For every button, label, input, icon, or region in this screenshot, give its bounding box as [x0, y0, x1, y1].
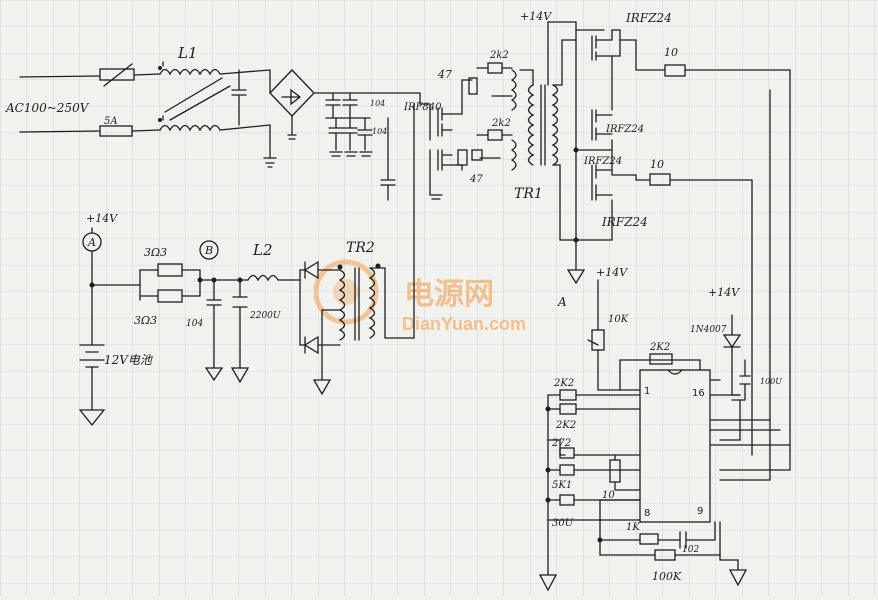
label-node-a: A	[87, 236, 96, 249]
label-cap-100u: 100U	[760, 377, 782, 386]
label-transformer1: TR1	[514, 186, 543, 202]
label-res-10-top: 10	[664, 46, 678, 59]
label-supply-a: +14V	[596, 266, 628, 279]
label-res-2k2-top: 2k2	[489, 50, 509, 61]
label-cap-272: 272	[551, 438, 571, 449]
label-mosfet-q1: IRFZ24	[625, 11, 672, 25]
label-cap-2200u: 2200U	[249, 311, 281, 321]
label-pin-16: 16	[692, 388, 705, 399]
label-cap-104-pfc1: 104	[370, 99, 385, 108]
label-pin-1: 1	[644, 386, 650, 397]
watermark-cn-text: 电源网	[404, 278, 494, 311]
label-res-2k2-ic-top: 2K2	[649, 342, 670, 353]
watermark-en-text: DianYuan.com	[402, 314, 526, 334]
label-pin-8: 8	[644, 508, 650, 519]
label-res-10-bottom: 10	[650, 158, 664, 171]
label-supply-right: +14V	[708, 286, 740, 299]
label-node-b: B	[204, 244, 213, 257]
label-res-10-ic: 10	[602, 490, 615, 501]
labels: AC100~250V 5A L1 L2 A B TR1 TR2 12V电池 +1…	[5, 10, 782, 583]
label-fuse: 5A	[104, 116, 118, 127]
label-mosfet-q3: IRFZ24	[583, 156, 622, 167]
label-pin-9: 9	[697, 506, 703, 517]
wires	[19, 21, 791, 592]
label-res-47-bottom: 47	[469, 174, 483, 185]
label-battery: 12V电池	[104, 353, 153, 367]
watermark: 电源网 DianYuan.com	[313, 259, 526, 334]
label-cap-104-b: 104	[186, 319, 203, 329]
label-inductor2: L2	[252, 241, 273, 259]
label-res-3r3-bottom: 3Ω3	[134, 314, 157, 327]
label-ac-input: AC100~250V	[5, 101, 90, 115]
label-node-a-ic: A	[557, 295, 567, 309]
label-res-47-top: 47	[437, 68, 452, 81]
label-cap-104-pfc2: 104	[372, 127, 387, 136]
label-res-1k: 1K	[626, 522, 640, 533]
dot-markers	[89, 66, 603, 543]
label-mosfet-left: IRF840	[403, 102, 442, 113]
label-zener: 1N4007	[690, 325, 727, 335]
label-res-10k: 10K	[608, 314, 629, 325]
watermark-logo	[313, 259, 379, 325]
label-transformer2: TR2	[346, 240, 375, 256]
label-cap-102: 102	[682, 545, 699, 555]
label-res-5k1: 5K1	[552, 480, 572, 491]
label-mosfet-q4: IRFZ24	[601, 215, 648, 229]
label-res-100k: 100K	[652, 570, 682, 583]
label-res-2k2-bottom: 2k2	[491, 118, 511, 129]
label-supply-top: +14V	[520, 10, 552, 23]
label-supply-left: +14V	[86, 212, 118, 225]
label-res-3r3-top: 3Ω3	[144, 246, 167, 259]
label-mosfet-q2: IRFZ24	[605, 124, 644, 135]
label-res-2k2-ic-2: 2K2	[555, 420, 576, 431]
label-res-2k2-ic-1: 2K2	[553, 378, 574, 389]
label-cap-30u: 30U	[552, 518, 574, 529]
label-inductor1: L1	[177, 44, 198, 62]
